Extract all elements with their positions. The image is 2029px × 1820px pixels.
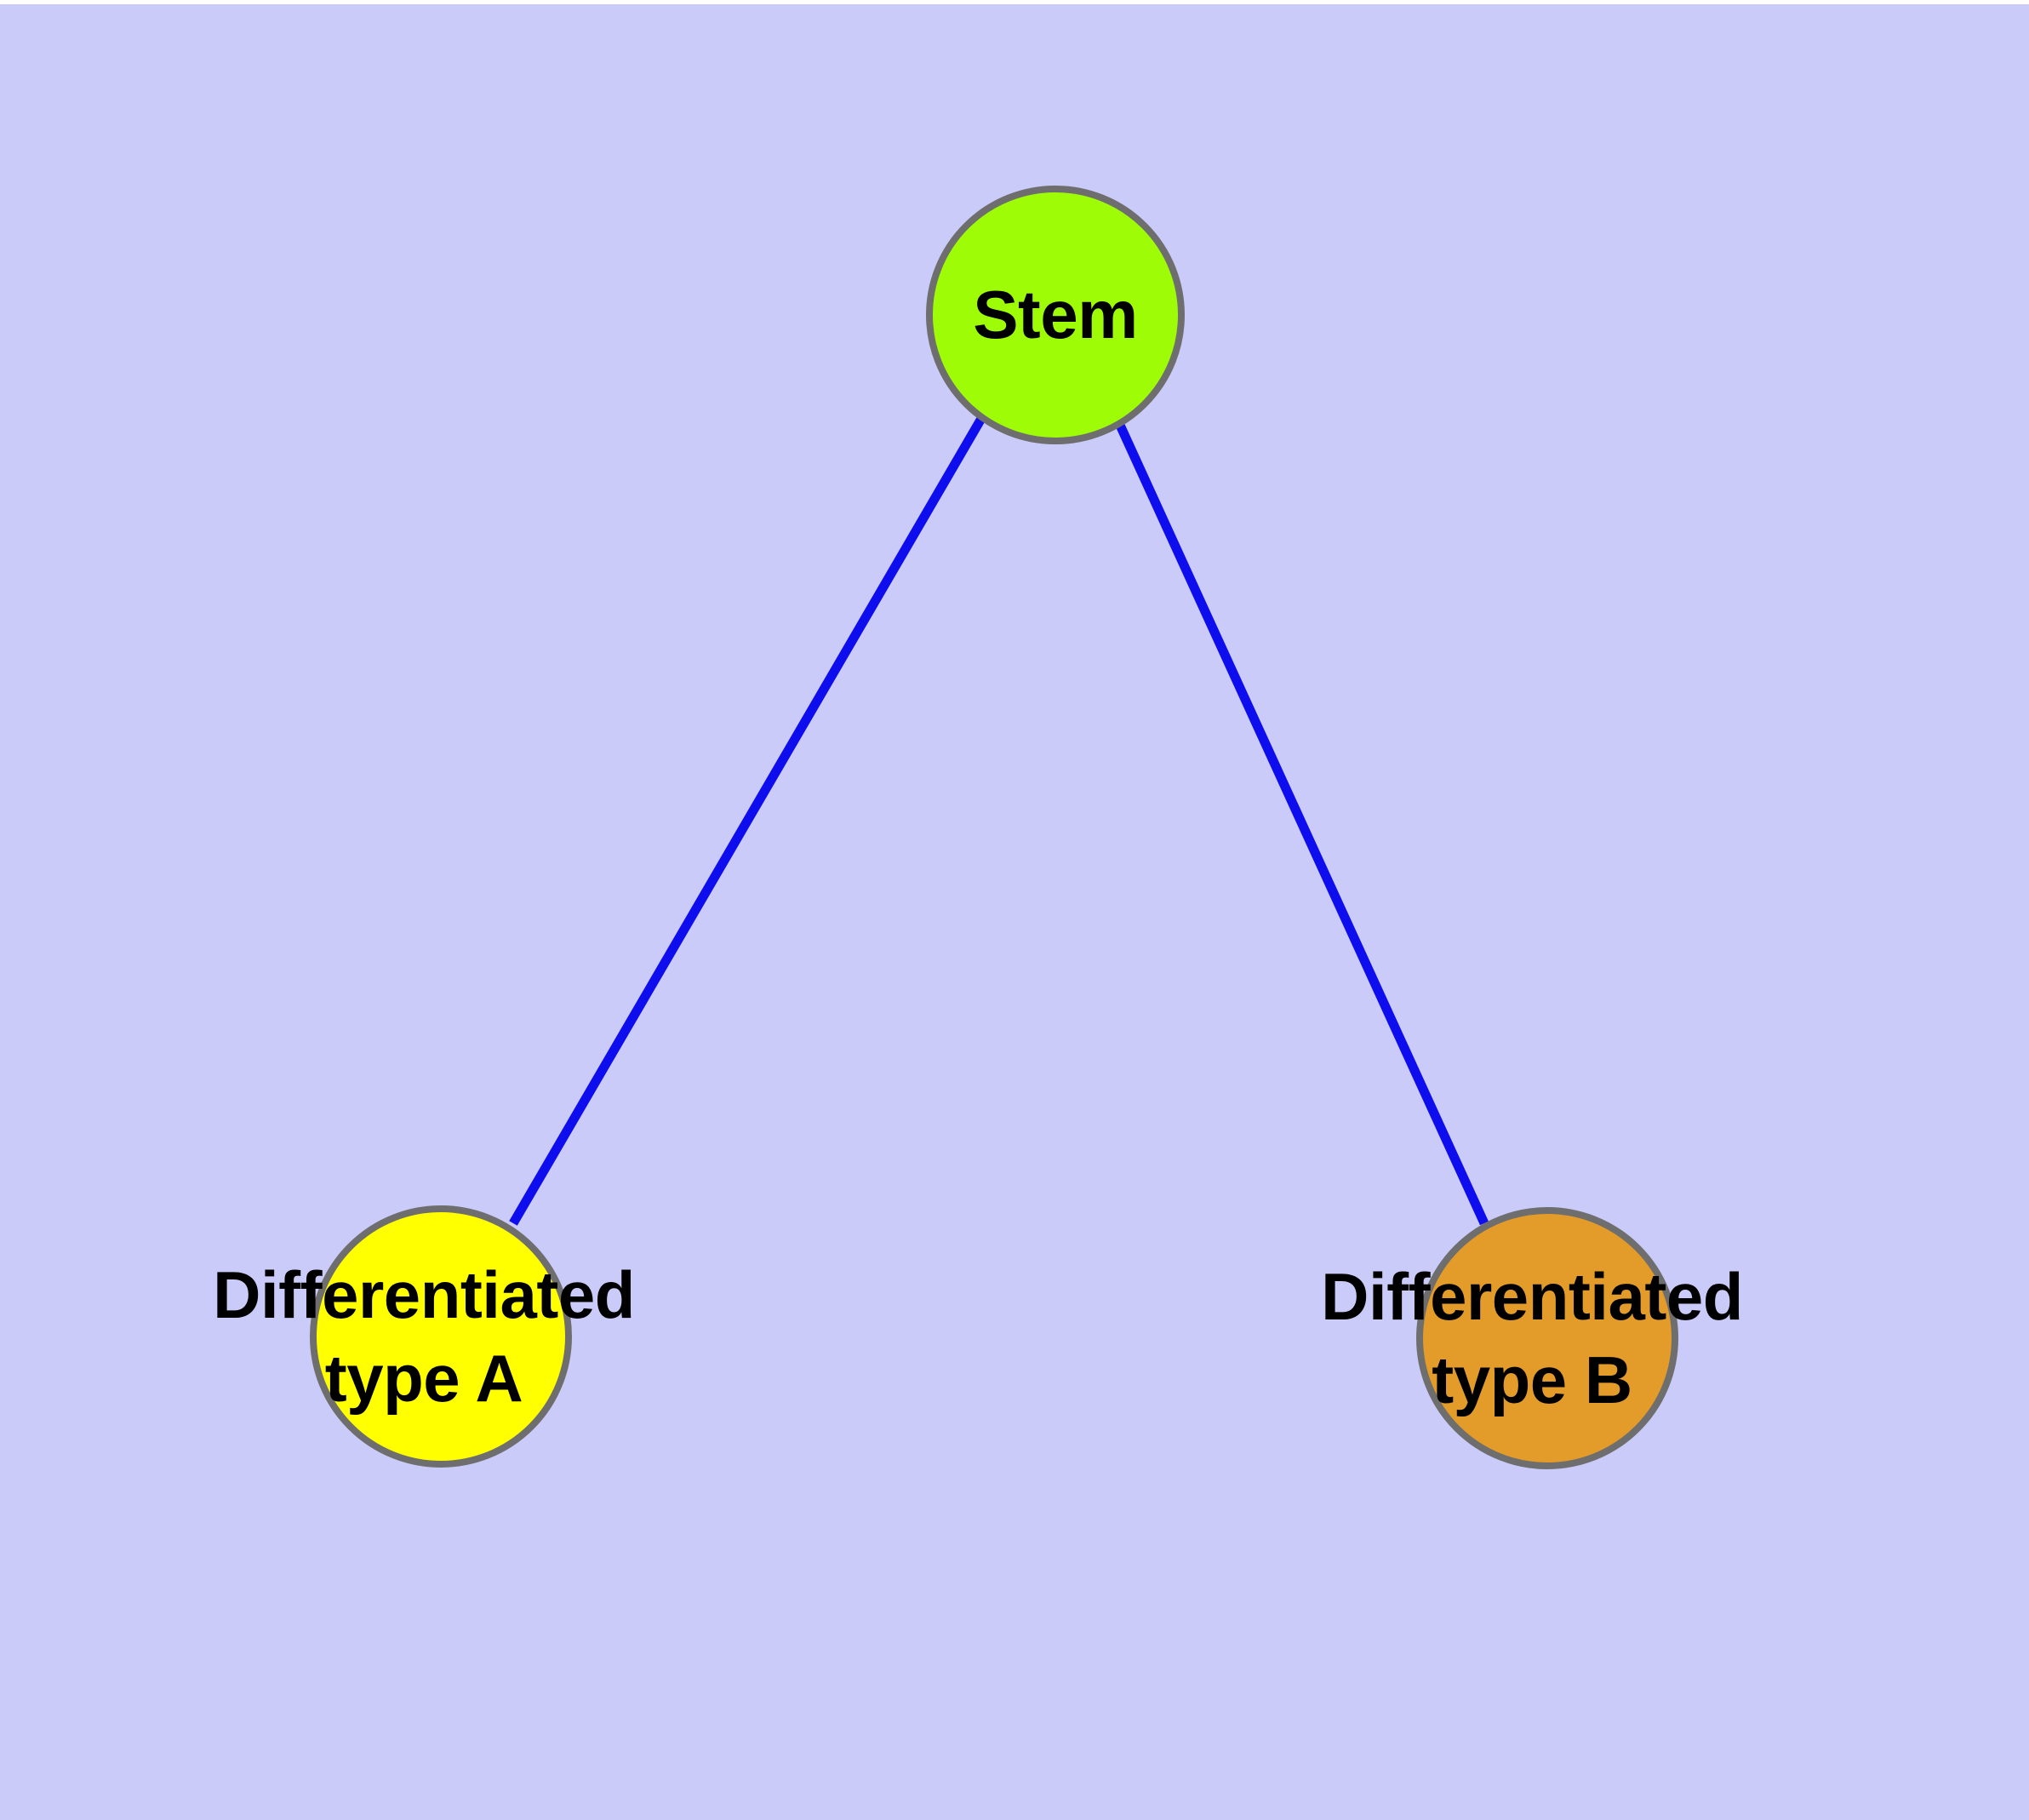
node-differentiated-type-a[interactable] [310, 1205, 572, 1468]
edge-stem-to-diff-b[interactable] [1113, 419, 1489, 1226]
node-stem[interactable] [926, 186, 1185, 444]
node-differentiated-type-b[interactable] [1416, 1207, 1678, 1469]
edge-layer [509, 415, 1489, 1226]
edge-stem-to-diff-a[interactable] [509, 415, 986, 1226]
node-layer [310, 186, 1678, 1469]
